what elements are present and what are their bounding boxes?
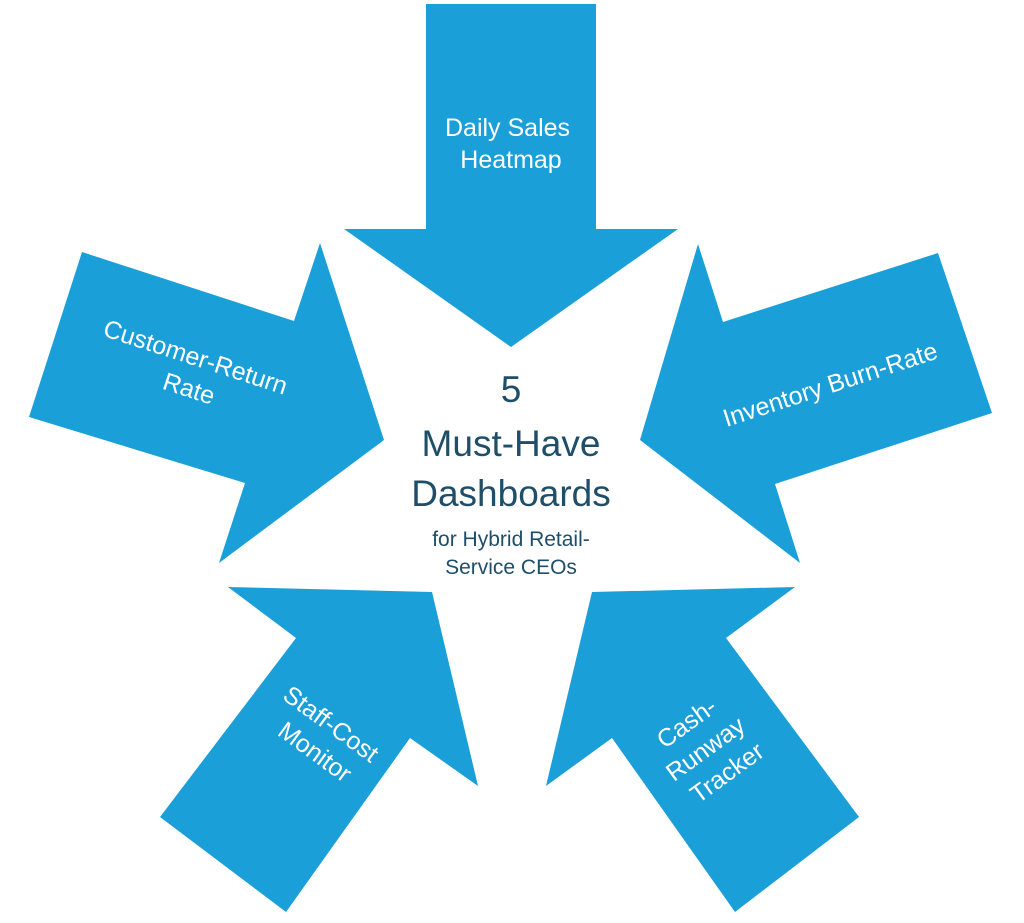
arrow-customer-return: Customer-Return Rate (29, 243, 384, 563)
center-subtitle-line2: Service CEOs (445, 556, 577, 579)
arrow-shape-staff-cost (160, 587, 478, 912)
arrow-shape-cash-runway (546, 587, 859, 912)
arrow-shape-customer-return (29, 243, 384, 563)
center-title-line2: Dashboards (411, 473, 611, 514)
arrow-staff-cost: Staff-Cost Monitor (160, 587, 478, 912)
svg-text:Daily Sales Heatmap: Daily Sales Heatmap (445, 114, 577, 174)
center-subtitle-line1: for Hybrid Retail- (432, 528, 590, 551)
center-caption: 5 Must-Have Dashboards for Hybrid Retail… (411, 369, 611, 579)
center-number: 5 (501, 369, 522, 410)
arrow-label-daily-sales-line2: Heatmap (460, 146, 561, 174)
arrow-inventory-burn: Inventory Burn-Rate (640, 244, 992, 563)
arrow-cash-runway: Cash- Runway Tracker (546, 587, 859, 912)
arrow-shape-daily-sales (344, 4, 678, 347)
arrow-label-daily-sales-line1: Daily Sales (445, 114, 570, 142)
arrow-shape-inventory-burn (640, 244, 992, 563)
center-title-line1: Must-Have (422, 423, 601, 464)
arrow-daily-sales: Daily Sales Heatmap (344, 4, 678, 347)
